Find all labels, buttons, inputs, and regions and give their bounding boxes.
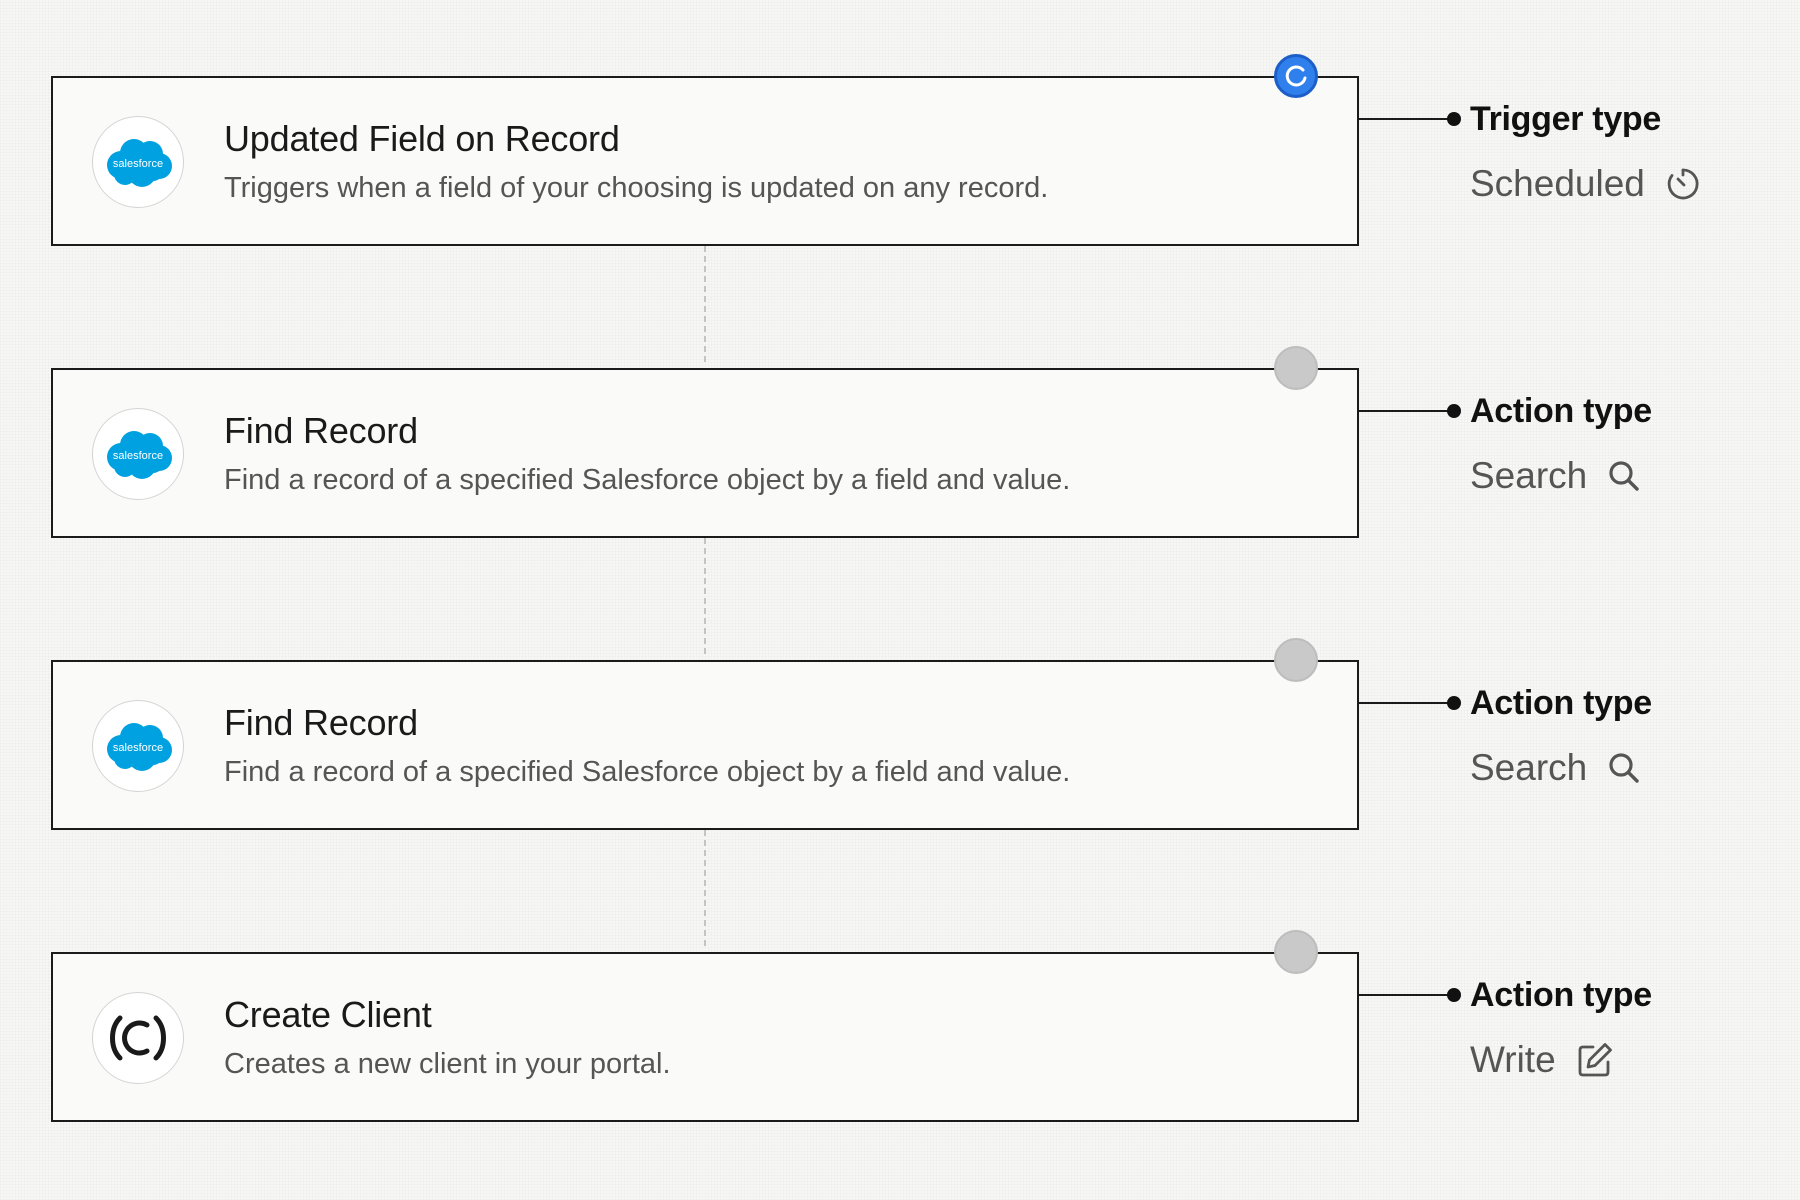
step-title: Find Record <box>224 702 418 743</box>
workflow-step-card[interactable]: salesforce Find Record Find a record of … <box>51 660 1359 830</box>
step-connector <box>704 246 706 362</box>
step-connector <box>704 538 706 654</box>
type-value-text: Search <box>1470 455 1588 496</box>
action-type-value: Write <box>1470 1039 1614 1081</box>
workflow-step-card[interactable]: salesforce Updated Field on Record Trigg… <box>51 76 1359 246</box>
annotation-leader-dot <box>1447 404 1461 418</box>
action-type-value: Search <box>1470 455 1641 497</box>
annotation-leader-line <box>1359 410 1453 412</box>
annotation-leader-line <box>1359 994 1453 996</box>
type-value-text: Search <box>1470 747 1588 788</box>
trigger-type-value: Scheduled <box>1470 163 1701 205</box>
salesforce-logo-icon: salesforce <box>92 408 184 500</box>
step-title: Find Record <box>224 410 418 451</box>
step-status-idle-icon <box>1274 346 1318 390</box>
trigger-type-label: Trigger type <box>1470 100 1662 138</box>
annotation-leader-dot <box>1447 988 1461 1002</box>
workflow-step-card[interactable]: salesforce Find Record Find a record of … <box>51 368 1359 538</box>
salesforce-logo-text: salesforce <box>113 742 163 754</box>
step-status-running-icon <box>1274 54 1318 98</box>
portal-logo-icon <box>92 992 184 1084</box>
workflow-step-card[interactable]: Create Client Creates a new client in yo… <box>51 952 1359 1122</box>
step-title: Create Client <box>224 994 432 1035</box>
salesforce-logo-icon: salesforce <box>92 700 184 792</box>
action-type-label: Action type <box>1470 976 1652 1014</box>
step-status-idle-icon <box>1274 930 1318 974</box>
search-icon <box>1607 751 1641 785</box>
action-type-label: Action type <box>1470 684 1652 722</box>
salesforce-logo-text: salesforce <box>113 158 163 170</box>
annotation-leader-dot <box>1447 112 1461 126</box>
edit-icon <box>1576 1041 1614 1079</box>
step-status-idle-icon <box>1274 638 1318 682</box>
annotation-leader-dot <box>1447 696 1461 710</box>
search-icon <box>1607 459 1641 493</box>
annotation-leader-line <box>1359 118 1453 120</box>
step-description: Creates a new client in your portal. <box>224 1048 671 1080</box>
type-value-text: Write <box>1470 1039 1556 1080</box>
step-description: Triggers when a field of your choosing i… <box>224 172 1049 204</box>
annotation-leader-line <box>1359 702 1453 704</box>
action-type-label: Action type <box>1470 392 1652 430</box>
clock-icon <box>1665 166 1701 202</box>
salesforce-logo-icon: salesforce <box>92 116 184 208</box>
step-title: Updated Field on Record <box>224 118 620 159</box>
step-description: Find a record of a specified Salesforce … <box>224 756 1071 788</box>
step-description: Find a record of a specified Salesforce … <box>224 464 1071 496</box>
step-connector <box>704 830 706 946</box>
action-type-value: Search <box>1470 747 1641 789</box>
salesforce-logo-text: salesforce <box>113 450 163 462</box>
type-value-text: Scheduled <box>1470 163 1645 204</box>
